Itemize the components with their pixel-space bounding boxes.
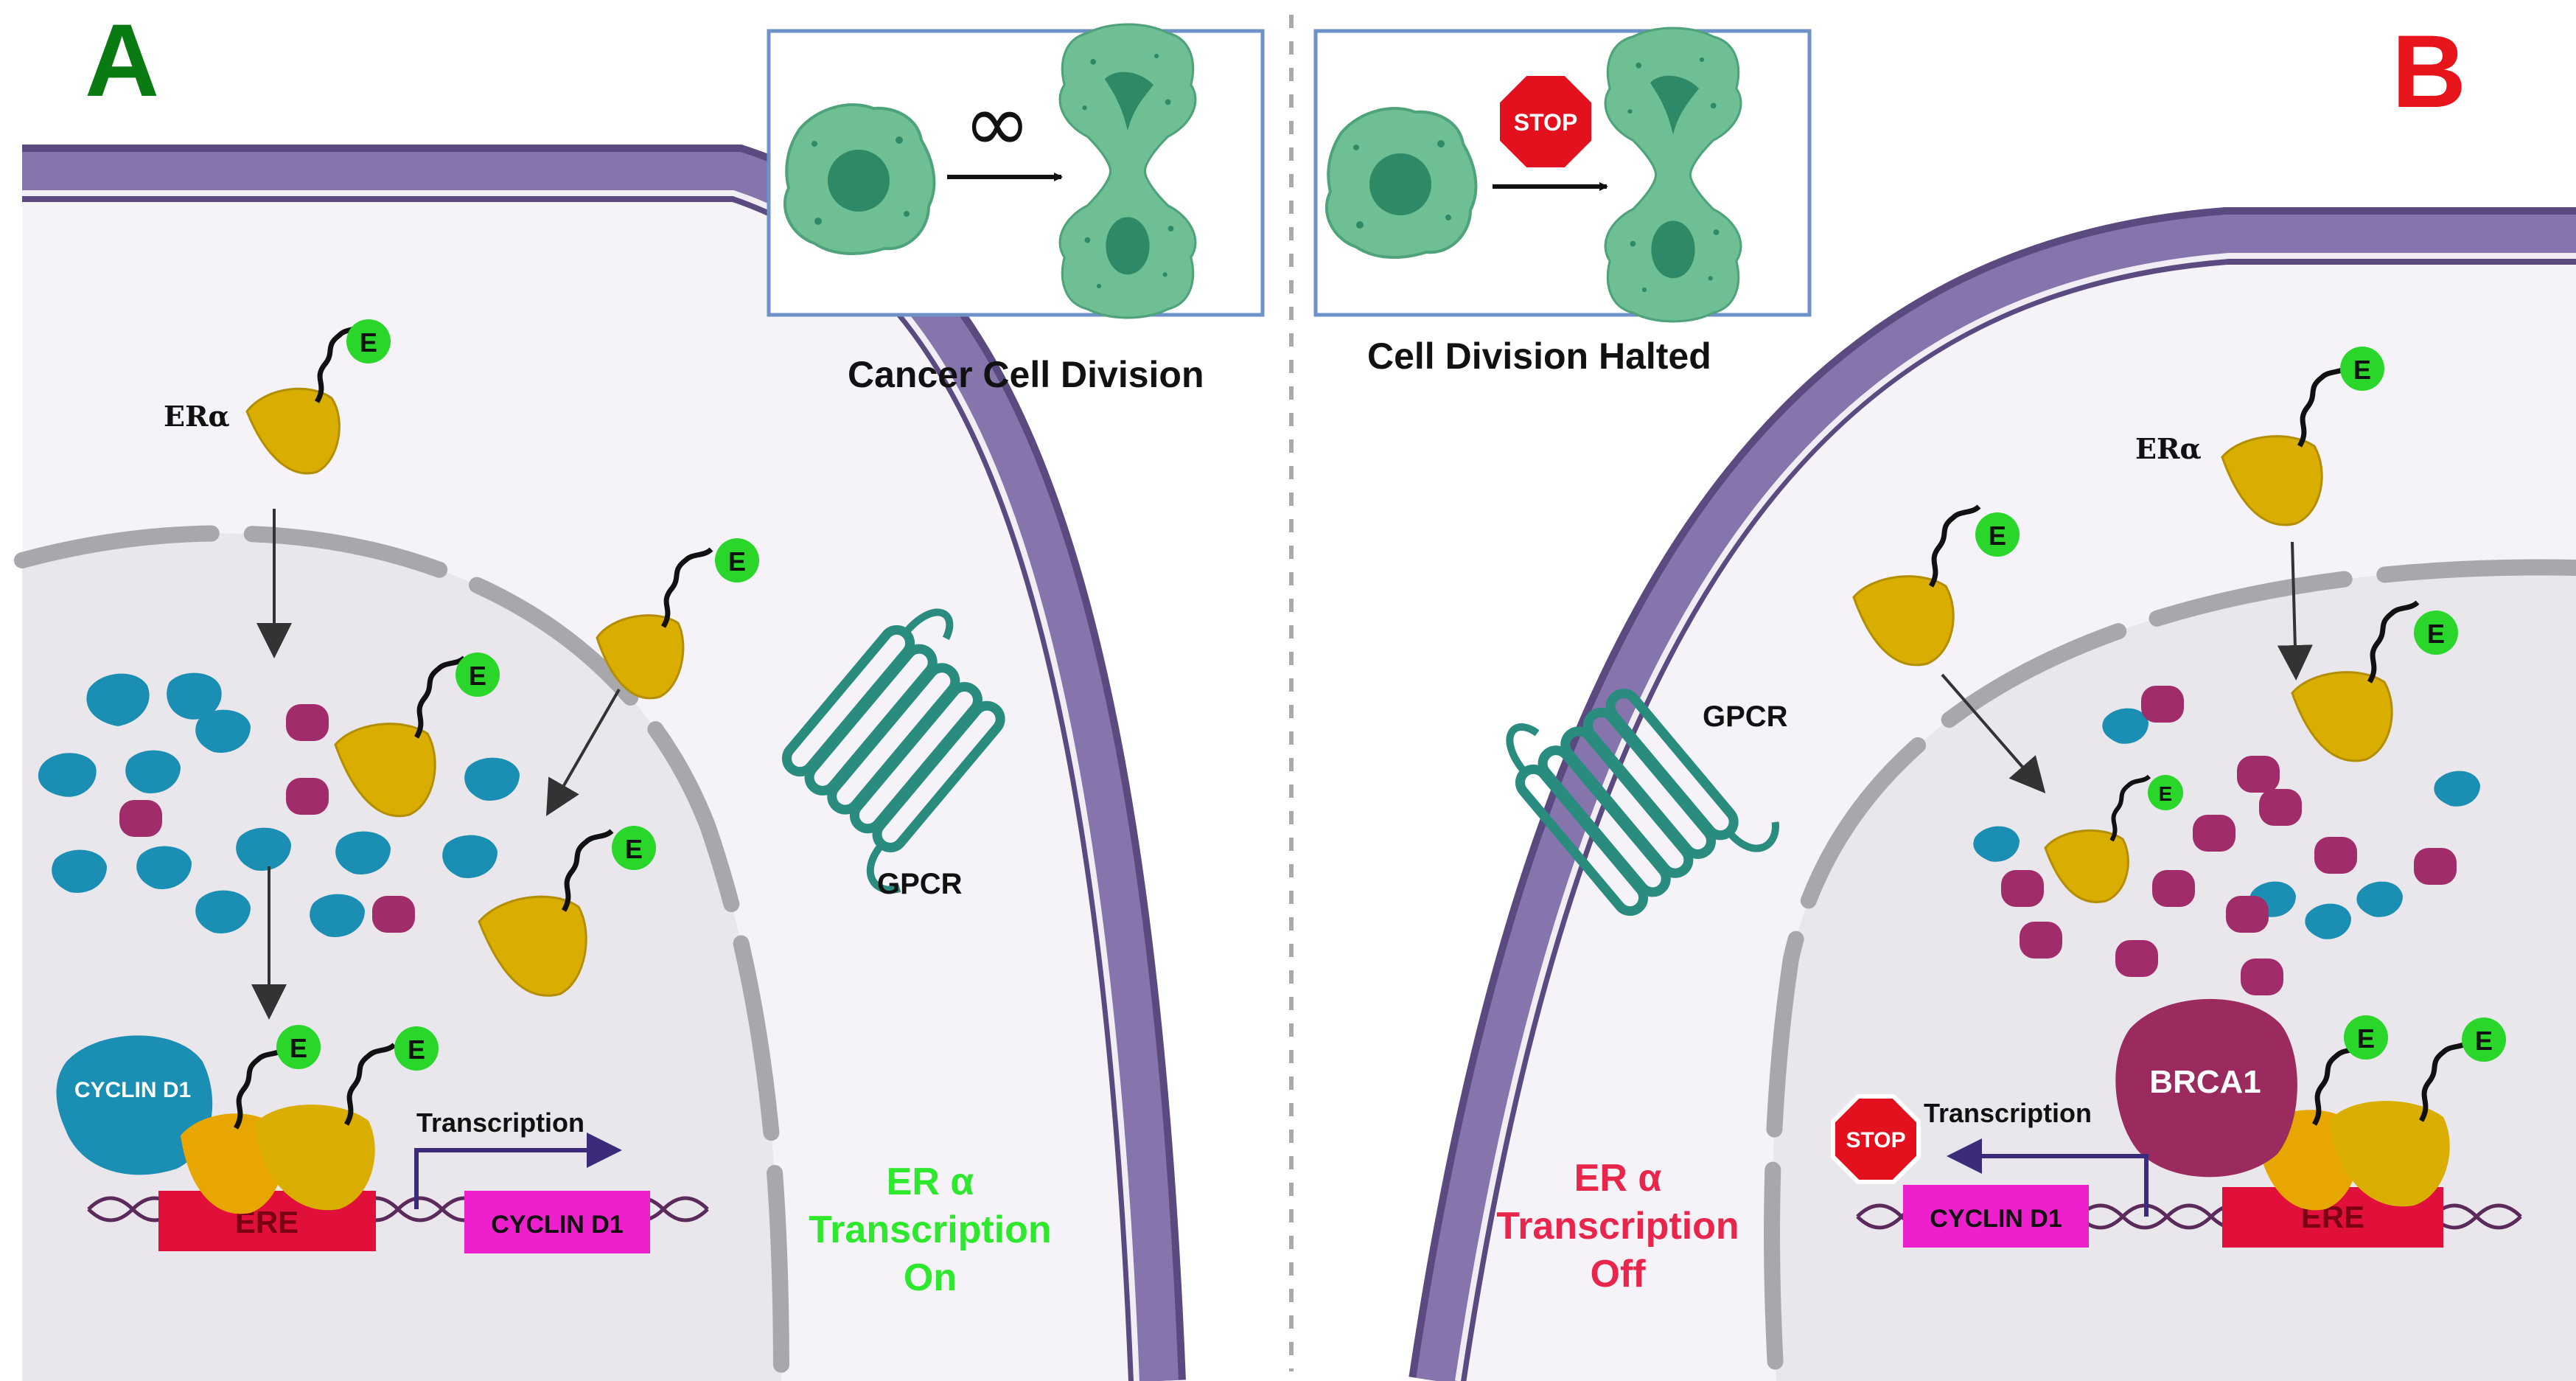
gpcr-receptor-b <box>1506 689 1779 916</box>
protein-cluster-b <box>1973 686 2480 995</box>
infinity-symbol: ∞ <box>963 76 1031 170</box>
ligand-e-label: E <box>290 1033 307 1063</box>
ligand-e-label: E <box>2353 355 2371 385</box>
stop-sign-inset-label: STOP <box>1514 109 1578 136</box>
ligand-e-label: E <box>2357 1023 2375 1054</box>
era-ligand-b2: E <box>1852 504 2020 667</box>
stop-sign-gene: STOP <box>1831 1094 1921 1184</box>
stop-sign-gene-label: STOP <box>1846 1128 1905 1152</box>
status-line: Transcription <box>809 1208 1051 1251</box>
nuclear-envelope-b <box>1764 559 2576 1381</box>
status-line: On <box>904 1256 957 1299</box>
cyclin-d1-protein-a: CYCLIN D1 <box>56 1035 213 1175</box>
ligand-e-label: E <box>469 661 486 691</box>
era-ligand-b3: E <box>2291 600 2458 762</box>
arrow-era-into-nucleus-b <box>2277 541 2313 681</box>
inset-division-halted: STOP <box>1313 27 1812 323</box>
era-dimer-a: E E <box>181 1025 439 1214</box>
transcription-arrow-b <box>1947 1138 2149 1217</box>
gpcr-label-a: GPCR <box>877 868 963 900</box>
ligand-e-label: E <box>2427 619 2445 649</box>
transcription-label-b: Transcription <box>1924 1098 2092 1128</box>
protein-cluster-a <box>38 672 520 937</box>
era-dimer-b: E E <box>2255 1015 2506 1211</box>
era-ligand-b4: E <box>2044 774 2183 903</box>
nuclear-envelope-a <box>14 525 789 1381</box>
panel-b-letter: B <box>2392 13 2466 129</box>
status-text-b: ER α Transcription Off <box>1496 1157 1739 1295</box>
gene-box-a <box>464 1191 650 1253</box>
ligand-e-label: E <box>728 546 746 577</box>
panel-a-letter: A <box>85 2 159 118</box>
era-label-a: ERα <box>164 400 230 433</box>
stop-sign-inset: STOP <box>1495 72 1596 172</box>
era-ligand-a2: E <box>596 538 759 700</box>
status-line: ER α <box>1574 1157 1662 1200</box>
ligand-e-label: E <box>2475 1026 2493 1056</box>
caption-division-halted: Cell Division Halted <box>1367 335 1711 377</box>
gene-label-a: CYCLIN D1 <box>491 1211 623 1239</box>
caption-cancer-division: Cancer Cell Division <box>848 354 1204 395</box>
ligand-e-label: E <box>360 327 377 358</box>
era-ligand-b1: E <box>2221 347 2384 526</box>
era-ligand-a1: E <box>245 319 391 475</box>
inset-cancer-division: ∞ <box>767 23 1265 319</box>
transcription-arrow-a <box>414 1133 622 1209</box>
gene-label-b: CYCLIN D1 <box>1930 1205 2062 1233</box>
era-ligand-a4: E <box>478 826 656 997</box>
status-line: Off <box>1590 1253 1646 1295</box>
gpcr-receptor-a <box>781 608 1005 894</box>
status-line: Transcription <box>1496 1205 1739 1248</box>
transcription-label-a: Transcription <box>416 1107 584 1138</box>
arrow-era-diagonal-b <box>1941 673 2046 794</box>
gene-box-b <box>1903 1185 2089 1248</box>
era-label-b: ERα <box>2135 432 2202 465</box>
ligand-e-label: E <box>625 834 643 864</box>
era-ligand-a3: E <box>334 653 500 818</box>
gpcr-label-b: GPCR <box>1703 700 1788 733</box>
brca1-label: BRCA1 <box>2149 1064 2261 1100</box>
ligand-e-label: E <box>1989 521 2006 551</box>
ligand-e-label: E <box>2159 782 2173 805</box>
brca1-protein: BRCA1 <box>2115 998 2297 1177</box>
cyclin-d1-protein-label-a: CYCLIN D1 <box>74 1078 191 1102</box>
status-text-a: ER α Transcription On <box>809 1161 1051 1299</box>
status-line: ER α <box>887 1161 974 1203</box>
ligand-e-label: E <box>408 1034 425 1065</box>
arrow-era-diagonal-a <box>546 689 621 816</box>
